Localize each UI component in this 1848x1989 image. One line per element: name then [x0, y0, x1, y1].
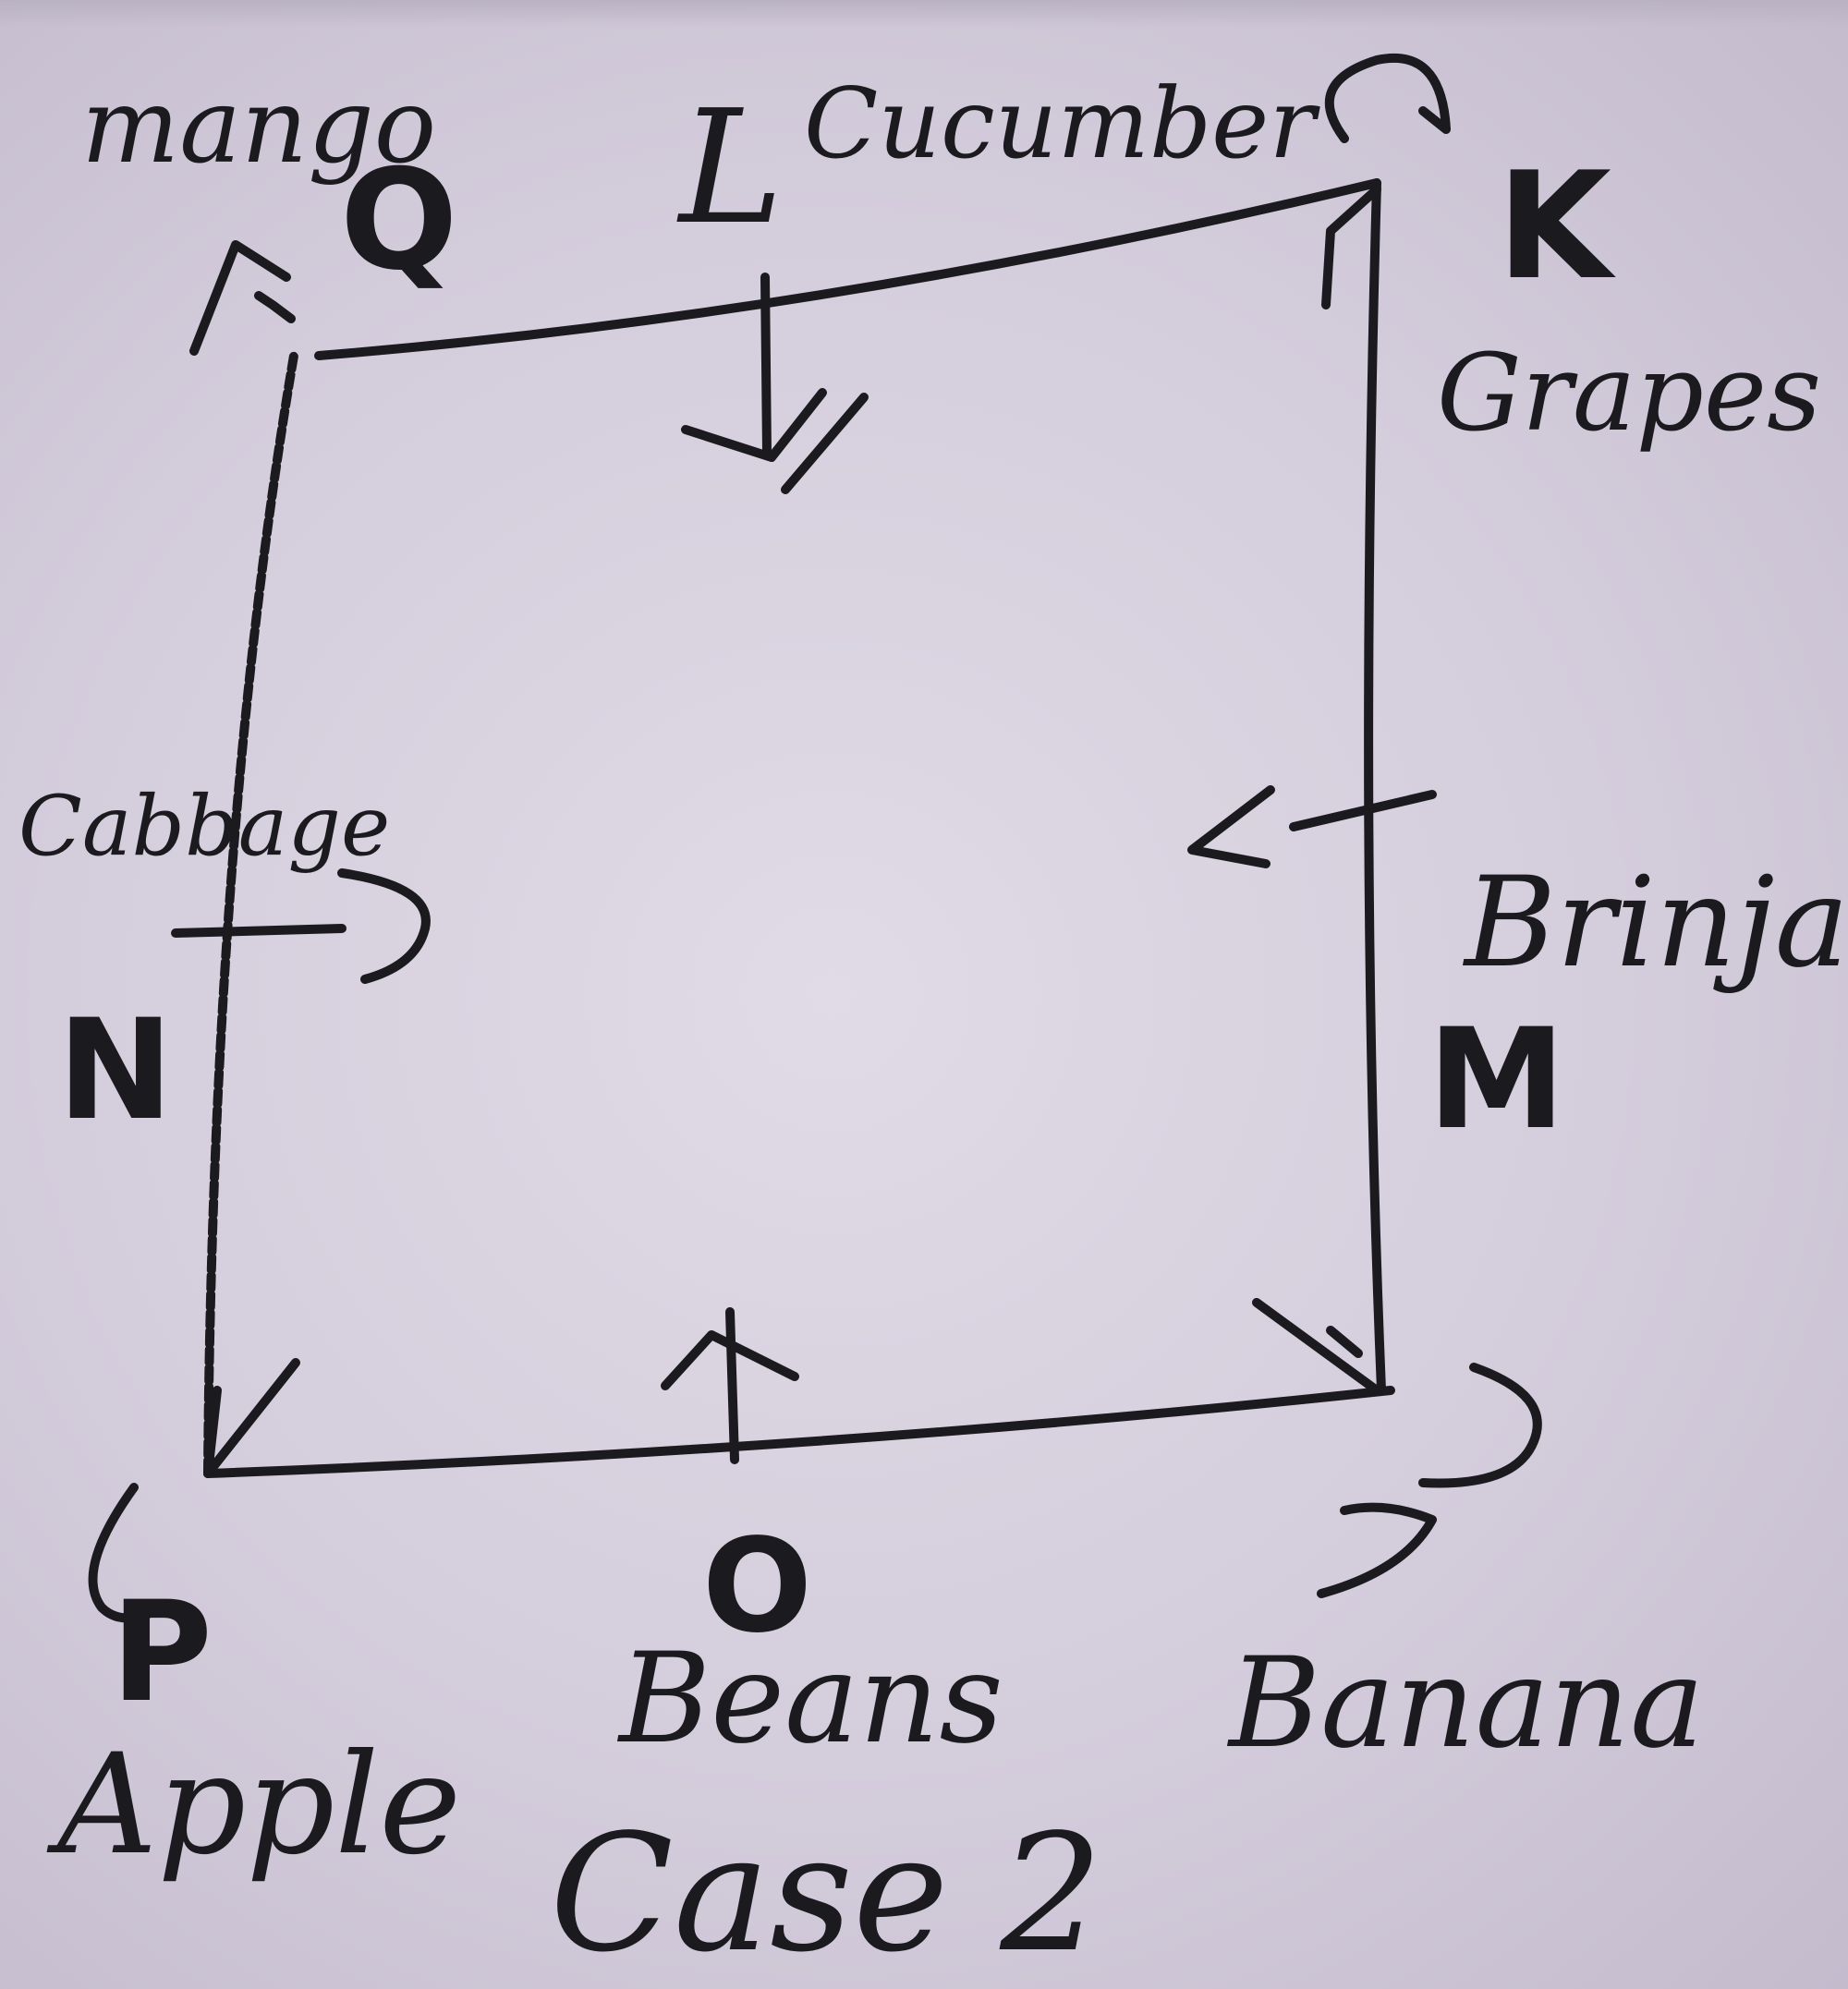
node-bottom-left-name: Apple [46, 1725, 461, 1886]
bottom-right-small-curl-icon [1317, 1502, 1437, 1598]
top-right-arrow-icon [1321, 185, 1381, 309]
edge-left-letter: N [57, 990, 174, 1151]
right-side-line [1364, 178, 1386, 1395]
top-right-curl-icon [1324, 53, 1451, 143]
edge-right-name: Brinjal [1462, 850, 1848, 995]
bottom-edge-arrow-icon [661, 1307, 799, 1464]
node-top-left-name: mango [81, 67, 436, 187]
node-top-right-letter: K [1497, 139, 1616, 312]
node-bottom-left-letter: P [111, 1572, 213, 1733]
top-edge-slash-icon [781, 393, 869, 494]
left-side-line [203, 351, 298, 1478]
bottom-right-curl-icon [1418, 1363, 1542, 1488]
left-edge-curl-icon [337, 868, 431, 984]
bottom-side-line [203, 1386, 1395, 1478]
bottom-right-arrow-icon [1252, 1298, 1381, 1395]
left-edge-tick-icon [171, 924, 346, 938]
diagram-caption: Case 2 [550, 1801, 1103, 1988]
bottom-left-curl-icon [88, 1483, 157, 1623]
edge-bottom-name: Beans [616, 1626, 1003, 1771]
edge-right-letter: M [1428, 1000, 1565, 1160]
top-side-line [314, 178, 1381, 360]
paper-top-edge [0, 0, 1848, 28]
right-edge-arrow-icon [1187, 785, 1275, 868]
top-left-arrow-icon [189, 240, 296, 356]
edge-bottom-letter: O [702, 1511, 812, 1662]
edge-left-name: Cabbage [18, 778, 390, 875]
node-top-left-letter: Q [340, 140, 458, 301]
top-edge-arrow-icon [681, 388, 827, 462]
edge-top-letter: L [676, 77, 784, 260]
right-edge-tick-icon [1289, 790, 1437, 831]
node-bottom-right-name: Banana [1226, 1631, 1705, 1776]
node-top-right-name: Grapes [1437, 332, 1821, 455]
top-edge-tick-icon [760, 273, 772, 457]
bottom-left-arrow-icon [203, 1358, 300, 1478]
edge-top-name: Cucumber [804, 67, 1320, 180]
